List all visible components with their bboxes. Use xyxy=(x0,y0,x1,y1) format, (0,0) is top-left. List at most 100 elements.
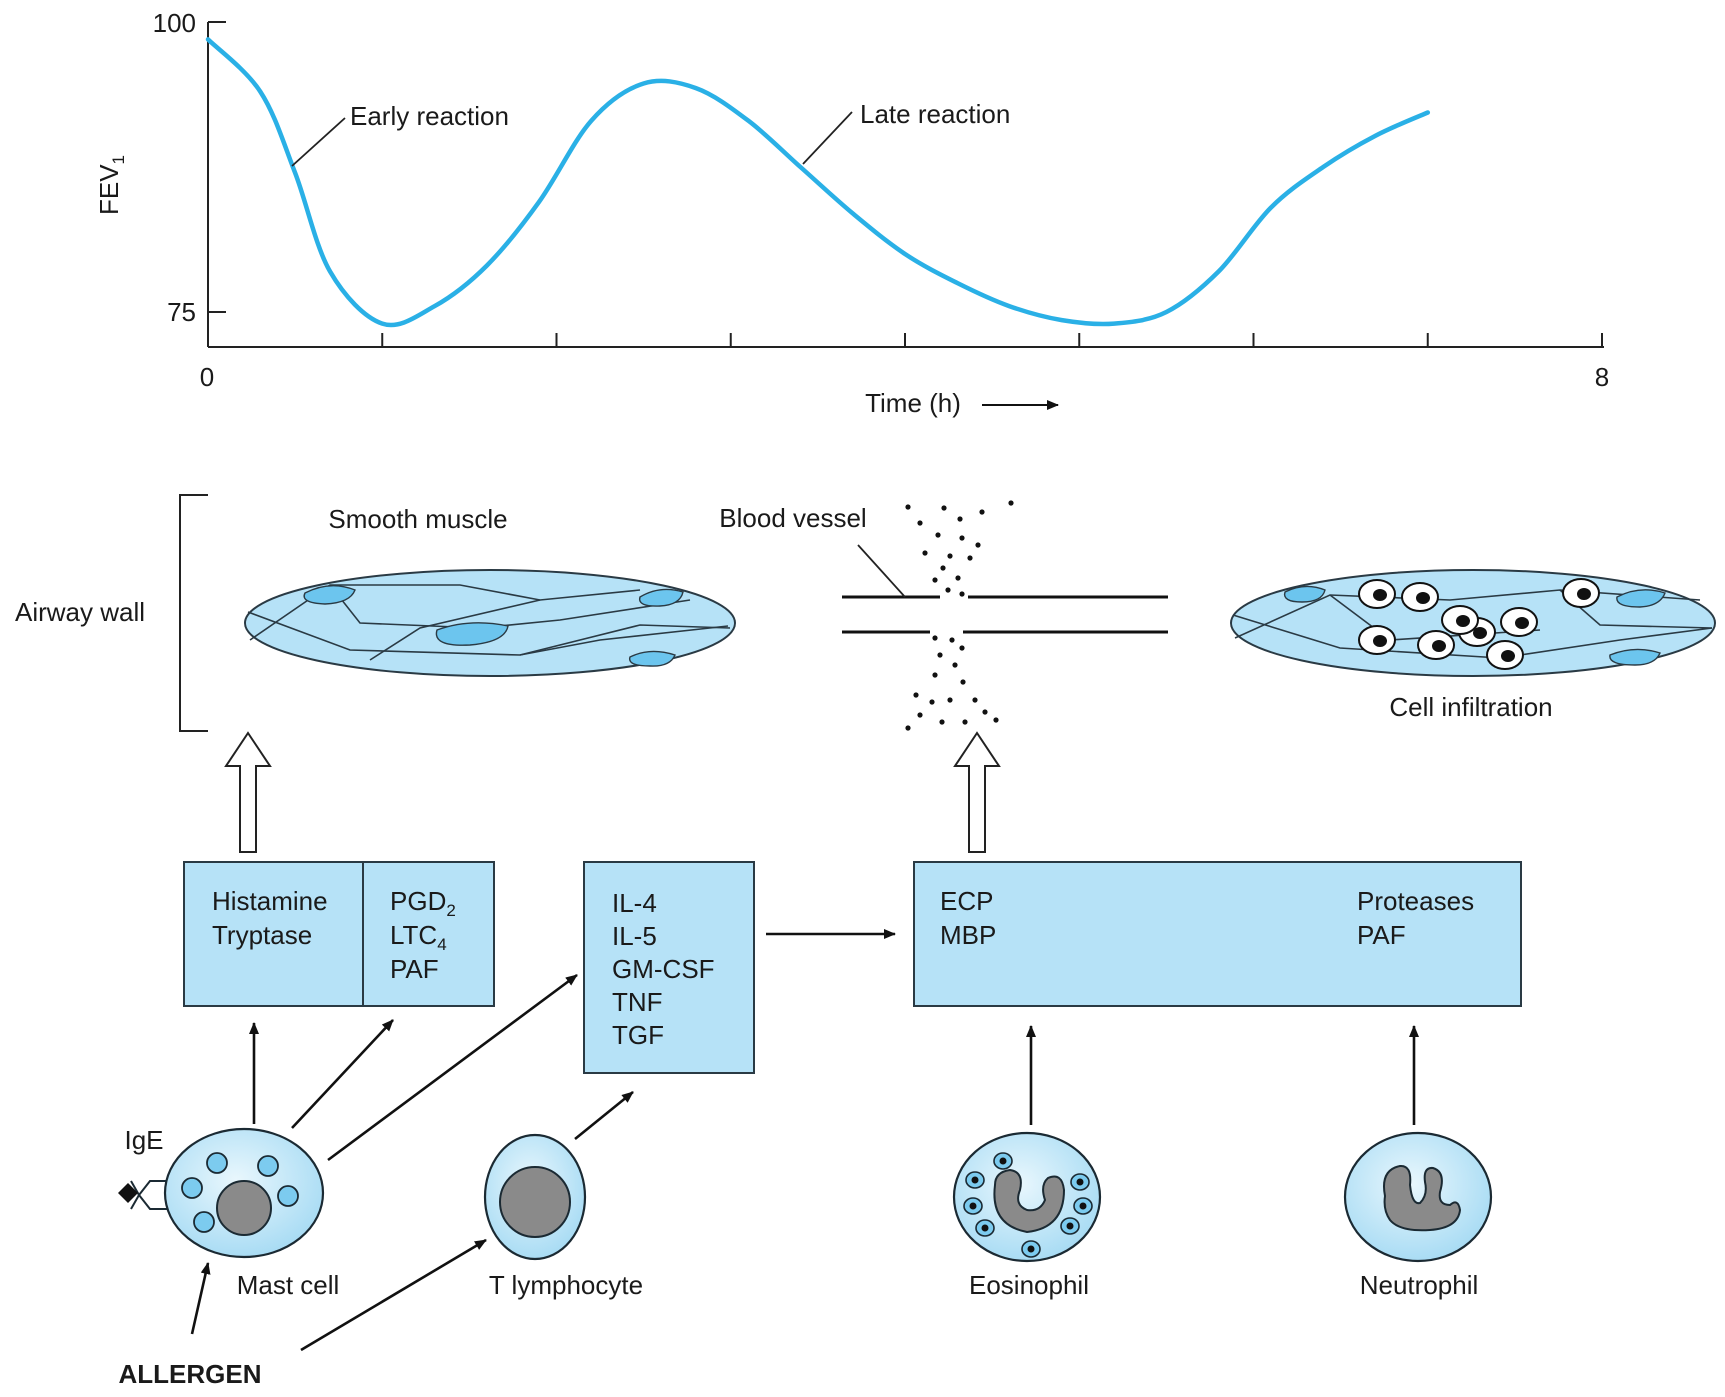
infiltrating-cell-nucleus xyxy=(1373,589,1387,601)
box1-item: Tryptase xyxy=(212,920,312,950)
eosinophil-granules xyxy=(963,1152,1093,1258)
plasma-dot xyxy=(941,505,947,511)
plasma-dot xyxy=(947,553,953,559)
box3-item: MBP xyxy=(940,920,996,950)
plasma-dot xyxy=(905,504,911,510)
plasma-dot xyxy=(905,725,911,731)
leaking-plasma-dots xyxy=(905,500,1014,731)
hollow-arrow-to-airway xyxy=(224,731,272,853)
plasma-dot xyxy=(932,577,938,583)
plasma-dot xyxy=(922,550,928,556)
plasma-dot xyxy=(952,662,958,668)
eosinophil-granule-core xyxy=(971,1176,979,1184)
infiltrating-cells xyxy=(1358,578,1600,670)
neutrophil-label: Neutrophil xyxy=(1360,1270,1479,1300)
box2-item: IL-4 xyxy=(612,888,657,918)
plasma-dot xyxy=(959,591,965,597)
box3-item: Proteases xyxy=(1357,886,1474,916)
plasma-dot xyxy=(932,635,938,641)
plasma-dot xyxy=(979,509,985,515)
plasma-dot xyxy=(982,709,988,715)
blood-vessel-label: Blood vessel xyxy=(719,503,866,533)
cell-infiltration-illustration xyxy=(1230,569,1716,677)
box2-item: TGF xyxy=(612,1020,664,1050)
eosinophil-granule-core xyxy=(999,1157,1007,1165)
box2-item: IL-5 xyxy=(612,921,657,951)
plasma-dot xyxy=(917,712,923,718)
eosinophil-granule-core xyxy=(969,1202,977,1210)
smooth-muscle-label: Smooth muscle xyxy=(328,504,507,534)
eosinophil-label: Eosinophil xyxy=(969,1270,1089,1300)
mast-cell-illustration xyxy=(118,1127,325,1259)
t-lymphocyte-label: T lymphocyte xyxy=(489,1270,643,1300)
mast-cell-label: Mast cell xyxy=(237,1270,340,1300)
plasma-dot xyxy=(975,542,981,548)
eosinophil-granule-core xyxy=(981,1224,989,1232)
x-tick-label-start: 0 xyxy=(200,362,214,392)
y-tick-label-bottom: 75 xyxy=(167,297,196,327)
eosinophil-granule-core xyxy=(1027,1245,1035,1253)
plasma-dot xyxy=(959,645,965,651)
infiltrating-cell-nucleus xyxy=(1501,650,1515,662)
eosinophil-illustration xyxy=(952,1131,1102,1263)
infiltrating-cell-nucleus xyxy=(1373,635,1387,647)
late-reaction-leader xyxy=(802,111,853,165)
plasma-dot xyxy=(949,637,955,643)
box1-item: PAF xyxy=(390,954,439,984)
x-axis-ticks xyxy=(381,333,1603,347)
infiltrating-cell-nucleus xyxy=(1515,617,1529,629)
x-tick-label-end: 8 xyxy=(1595,362,1609,392)
plasma-dot xyxy=(947,697,953,703)
eosinophil-granule-core xyxy=(1066,1222,1074,1230)
plasma-dot xyxy=(993,717,999,723)
t-lymphocyte-illustration xyxy=(483,1133,587,1261)
airway-wall-bracket xyxy=(179,494,208,732)
cell-infiltration-label: Cell infiltration xyxy=(1389,692,1552,722)
plasma-dot xyxy=(962,719,968,725)
airway-wall-label: Airway wall xyxy=(15,597,145,627)
infiltrating-cell-nucleus xyxy=(1577,588,1591,600)
infiltrating-cell-nucleus xyxy=(1456,615,1470,627)
neutrophil-illustration xyxy=(1343,1131,1493,1263)
infiltrating-cell-nucleus xyxy=(1473,627,1487,639)
plasma-dot xyxy=(937,652,943,658)
box1-item: PGD2 xyxy=(390,886,456,920)
allergen-label: ALLERGEN xyxy=(119,1359,262,1389)
plasma-dot xyxy=(935,532,941,538)
blood-vessel-illustration xyxy=(842,500,1168,731)
mast-cell-mediators-box: Histamine Tryptase PGD2 LTC4 PAF xyxy=(183,861,495,1007)
x-axis-label: Time (h) xyxy=(865,388,961,418)
plasma-dot xyxy=(913,692,919,698)
eosinophil-granule-core xyxy=(1076,1178,1084,1186)
allergen-molecule-icon xyxy=(118,1183,138,1203)
granulocyte-mediators-box: ECP MBP Proteases PAF xyxy=(913,861,1522,1007)
fev1-curve-line xyxy=(205,37,1431,328)
pathway-arrows xyxy=(190,929,1419,1352)
infiltrating-cell-nucleus xyxy=(1432,640,1446,652)
box2-item: TNF xyxy=(612,987,663,1017)
plasma-dot xyxy=(940,565,946,571)
box3-item: ECP xyxy=(940,886,993,916)
cytokine-box: IL-4 IL-5 GM-CSF TNF TGF xyxy=(583,861,755,1074)
svg-text:FEV1: FEV1 xyxy=(94,155,128,215)
early-reaction-leader xyxy=(291,117,346,167)
box1-item: LTC4 xyxy=(390,920,447,954)
plasma-dot xyxy=(955,575,961,581)
box3-item: PAF xyxy=(1357,920,1406,950)
plasma-dot xyxy=(960,679,966,685)
fev1-graph: 100 75 0 8 FEV1 Time (h) Early reaction … xyxy=(94,8,1609,418)
box1-item: Histamine xyxy=(212,886,328,916)
late-reaction-label: Late reaction xyxy=(860,99,1010,129)
early-reaction-label: Early reaction xyxy=(350,101,509,131)
y-tick-label-top: 100 xyxy=(153,8,196,38)
plasma-dot xyxy=(972,697,978,703)
plasma-dot xyxy=(932,672,938,678)
plasma-dot xyxy=(957,516,963,522)
box2-item: GM-CSF xyxy=(612,954,715,984)
smooth-muscle-illustration xyxy=(244,569,736,677)
hollow-arrow-to-vessel xyxy=(953,731,1001,853)
eosinophil-granule-core xyxy=(1079,1202,1087,1210)
plasma-dot xyxy=(917,520,923,526)
plasma-dot xyxy=(967,555,973,561)
plasma-dot xyxy=(939,719,945,725)
